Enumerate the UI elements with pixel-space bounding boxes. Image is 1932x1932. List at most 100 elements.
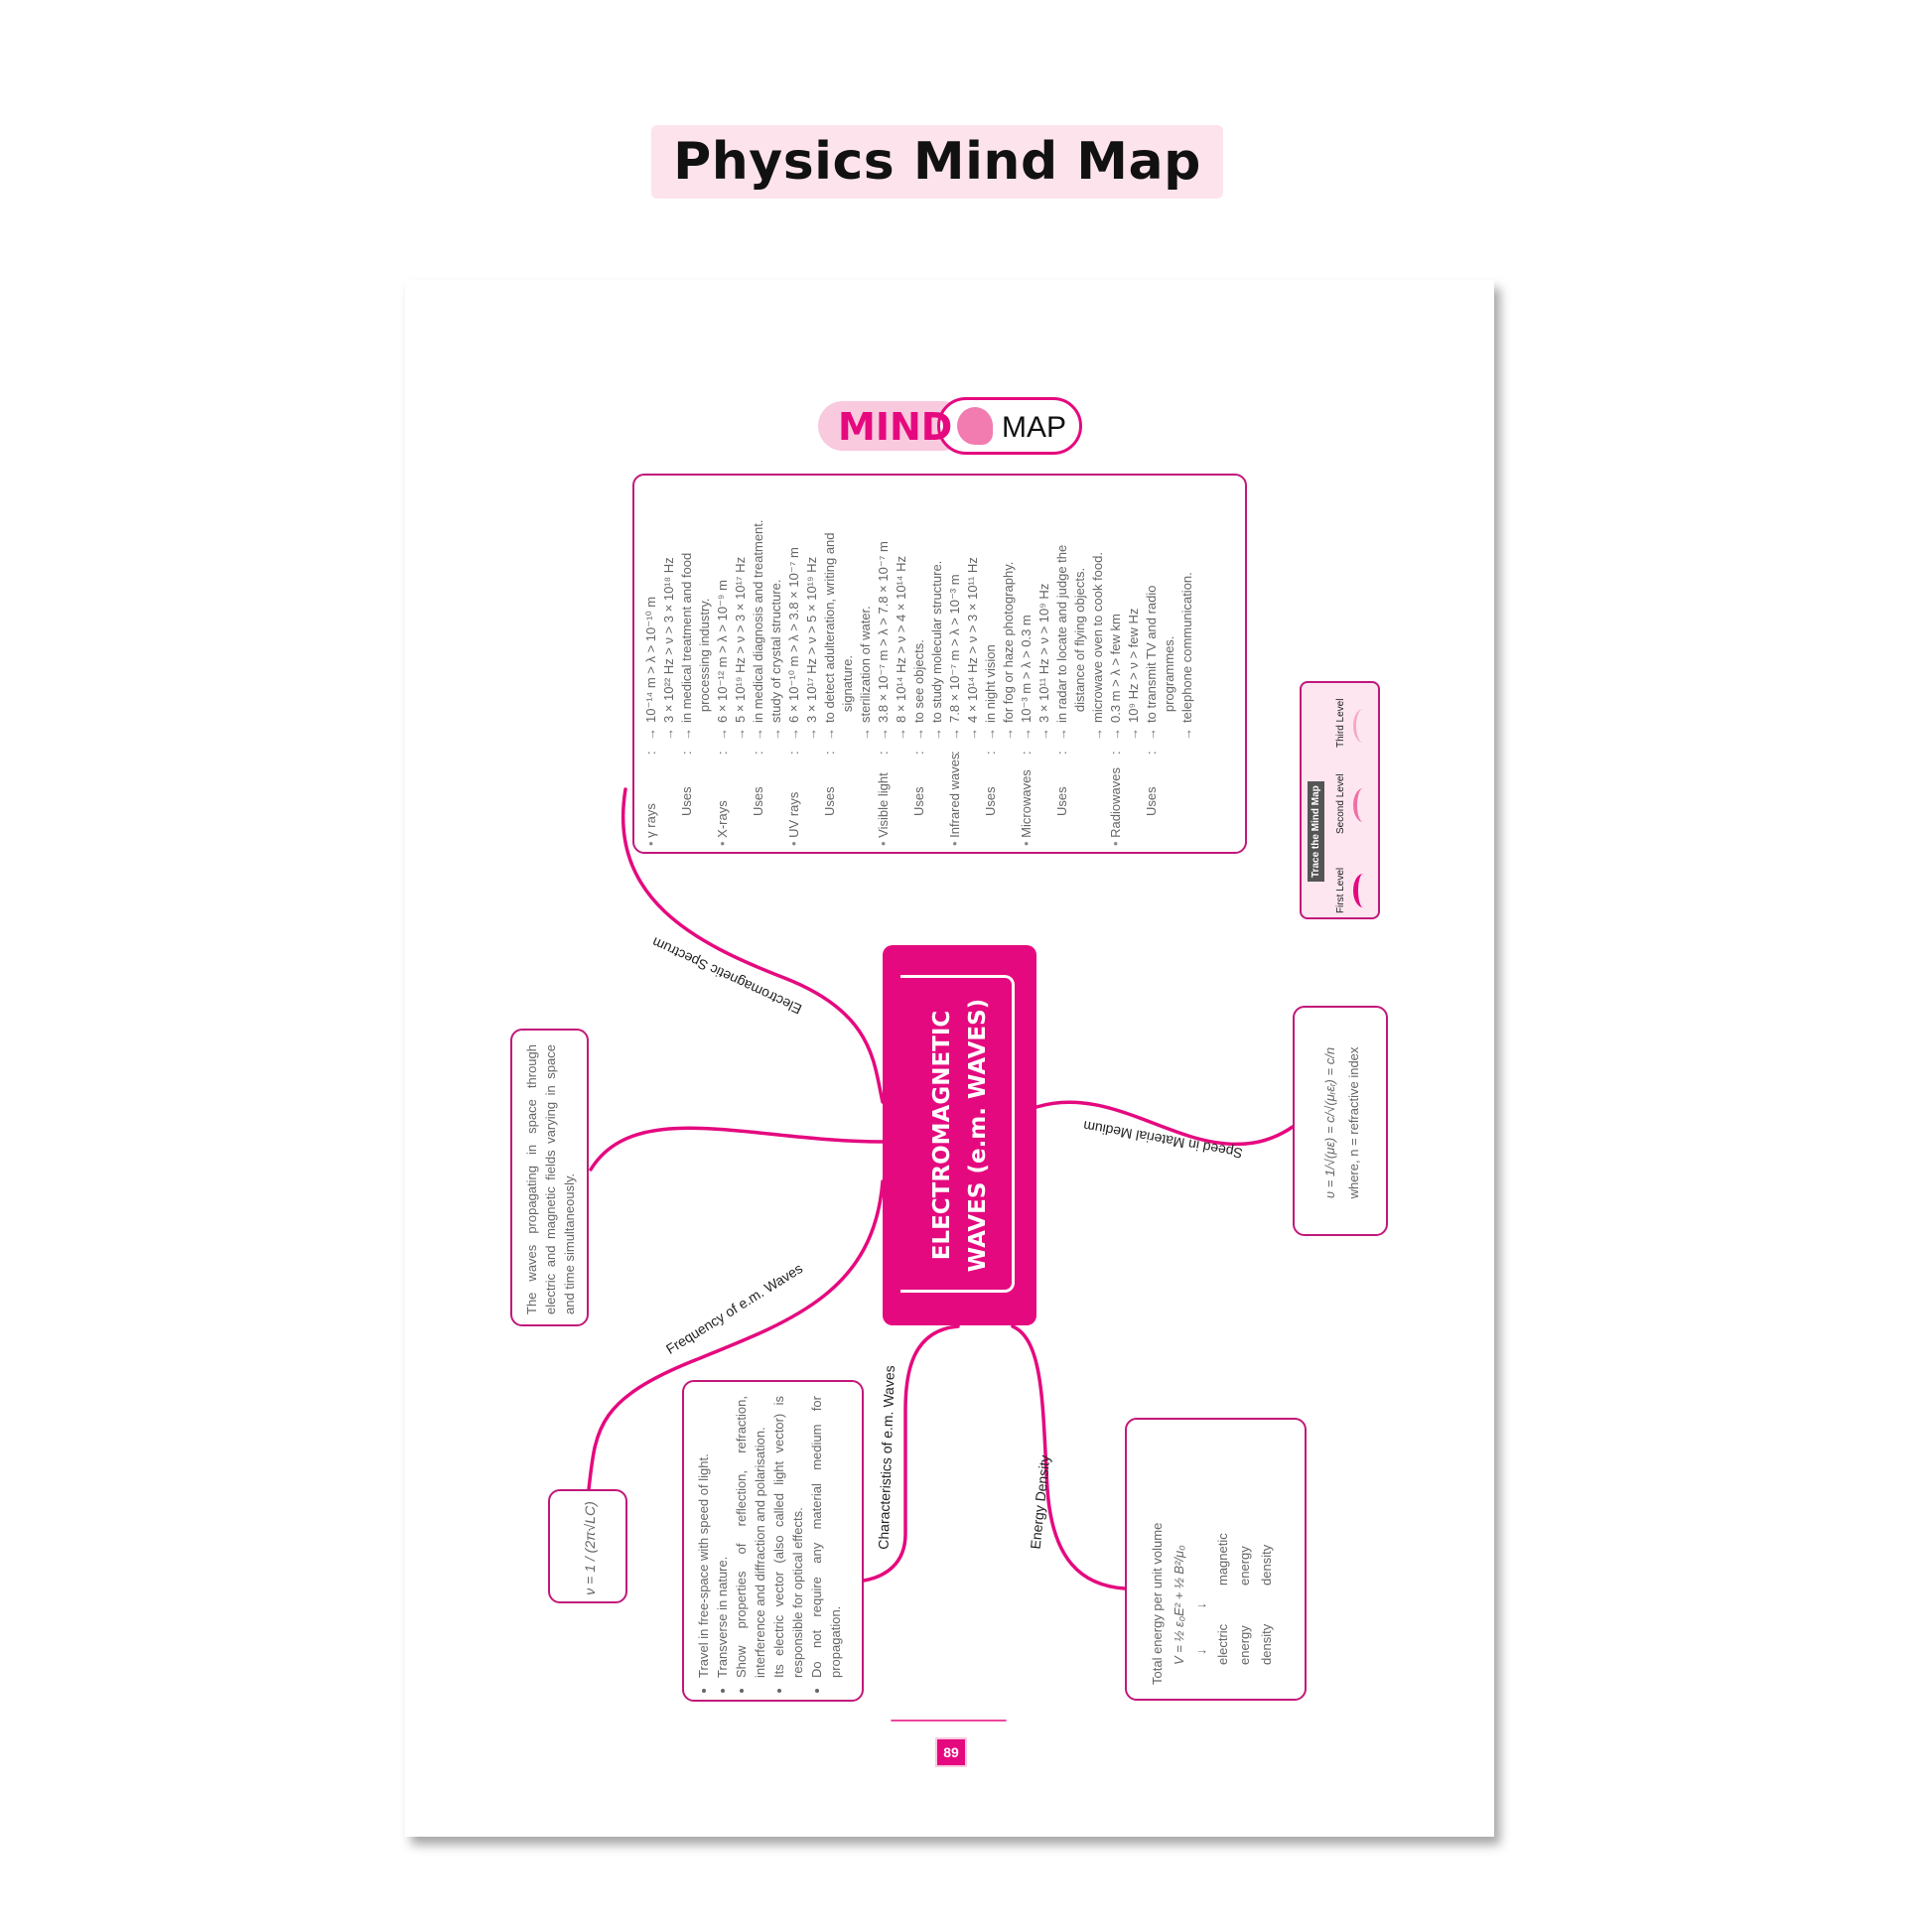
spectrum-row: →telephone communication. bbox=[1178, 485, 1196, 846]
spectrum-row-text: processing industry. bbox=[697, 598, 712, 723]
spectrum-row-text: to see objects. bbox=[911, 639, 926, 723]
spectrum-row-text: 6 × 10⁻¹⁰ m > λ > 3.8 × 10⁻⁷ m bbox=[786, 547, 801, 723]
spectrum-row: Uses:→in medical treatment and food bbox=[678, 485, 696, 846]
spectrum-row-label: Microwaves bbox=[1018, 755, 1035, 846]
branch-spectrum-line bbox=[621, 787, 885, 1104]
spectrum-row-label: X-rays bbox=[714, 755, 732, 846]
spectrum-row-label bbox=[660, 755, 678, 846]
spectrum-row: →3 × 10¹⁷ Hz > ν > 5 × 10¹⁹ Hz bbox=[803, 485, 821, 846]
spectrum-row-label bbox=[839, 755, 857, 846]
third-level-arc-icon bbox=[1353, 709, 1373, 743]
spectrum-row: Uses:→to detect adulteration, writing an… bbox=[821, 485, 839, 846]
characteristics-box: Travel in free-space with speed of light… bbox=[682, 1380, 864, 1702]
spectrum-row-label: Uses bbox=[822, 786, 837, 816]
spectrum-row-text: telephone communication. bbox=[1179, 572, 1194, 723]
arrow-right-icon: → bbox=[715, 728, 730, 741]
spectrum-list: γ rays:→10⁻¹⁴ m > λ > 10⁻¹⁰ m→3 × 10²² H… bbox=[634, 476, 1245, 852]
characteristic-item: Travel in free-space with speed of light… bbox=[694, 1396, 713, 1678]
page-number: 89 bbox=[935, 1737, 967, 1767]
spectrum-row: Uses:→in night vision bbox=[982, 485, 1000, 846]
mind-map-logo: MIND MAP bbox=[818, 397, 1082, 455]
spectrum-row-label bbox=[803, 755, 821, 846]
characteristic-item: Transverse in nature. bbox=[713, 1396, 732, 1678]
frequency-formula: ν = 1 / (2π√LC) bbox=[582, 1501, 598, 1595]
spectrum-box: γ rays:→10⁻¹⁴ m > λ > 10⁻¹⁰ m→3 × 10²² H… bbox=[632, 474, 1247, 854]
spectrum-row: →for fog or haze photography. bbox=[1000, 485, 1018, 846]
spectrum-row-text: in medical treatment and food bbox=[679, 552, 694, 723]
arrow-right-icon: → bbox=[1019, 728, 1034, 741]
spectrum-row: Uses:→to transmit TV and radio bbox=[1143, 485, 1161, 846]
arrow-right-icon: → bbox=[643, 728, 658, 741]
spectrum-row: →3 × 10¹¹ Hz > ν > 10⁹ Hz bbox=[1035, 485, 1053, 846]
branch-definition-line bbox=[589, 1126, 885, 1172]
arrow-right-icon: → bbox=[661, 728, 676, 741]
spectrum-row-text: 3 × 10¹⁷ Hz > ν > 5 × 10¹⁹ Hz bbox=[804, 556, 819, 723]
spectrum-row-label bbox=[1071, 755, 1089, 846]
spectrum-row: Uses:→in medical diagnosis and treatment… bbox=[750, 485, 767, 846]
arrow-right-icon: → bbox=[1090, 728, 1105, 741]
central-title-line1: ELECTROMAGNETIC bbox=[928, 1010, 955, 1261]
speed-formula: υ = 1/√(με) = c/√(μᵣεᵣ) = c/n bbox=[1322, 1046, 1337, 1199]
logo-map-text: MAP bbox=[1002, 411, 1067, 444]
spectrum-row: signature. bbox=[839, 485, 857, 846]
spectrum-row-label bbox=[767, 755, 785, 846]
arrow-right-icon: → bbox=[1036, 728, 1051, 741]
arrow-down-icon: ↓ bbox=[1193, 1602, 1208, 1609]
arrow-right-icon: → bbox=[733, 728, 748, 741]
spectrum-row-label: Uses bbox=[679, 786, 694, 816]
first-level-arc-icon bbox=[1353, 874, 1373, 907]
spectrum-row-label: UV rays bbox=[785, 755, 803, 846]
characteristic-item: Its electric vector (also called light v… bbox=[769, 1396, 807, 1678]
spectrum-row-label: Uses bbox=[983, 786, 998, 816]
spectrum-row-text: study of crystal structure. bbox=[768, 579, 783, 724]
spectrum-row-label bbox=[1089, 755, 1107, 846]
arrow-right-icon: → bbox=[983, 728, 998, 741]
spectrum-row-label bbox=[696, 755, 714, 846]
arrow-right-icon: → bbox=[1001, 728, 1016, 741]
spectrum-row-text: to detect adulteration, writing and bbox=[822, 532, 837, 723]
spectrum-row-text: 3.8 × 10⁻⁷ m > λ > 7.8 × 10⁻⁷ m bbox=[876, 541, 891, 723]
spectrum-row-label: Visible light bbox=[875, 755, 893, 846]
spectrum-row-label bbox=[964, 755, 982, 846]
spectrum-row-label: γ rays bbox=[642, 755, 660, 846]
spectrum-row-label bbox=[1125, 755, 1143, 846]
spectrum-row: →5 × 10¹⁹ Hz > ν > 3 × 10¹⁷ Hz bbox=[732, 485, 750, 846]
spectrum-row: →to study molecular structure. bbox=[928, 485, 946, 846]
arrow-right-icon: → bbox=[822, 728, 837, 741]
spectrum-row-text: in night vision bbox=[983, 644, 998, 723]
arrow-right-icon: → bbox=[894, 728, 908, 741]
arrow-right-icon: → bbox=[1108, 728, 1123, 741]
arrow-right-icon bbox=[696, 723, 714, 741]
second-level-arc-icon bbox=[1353, 788, 1373, 822]
spectrum-row: →4 × 10¹⁴ Hz > ν > 3 × 10¹¹ Hz bbox=[964, 485, 982, 846]
branch-characteristics-line bbox=[862, 1324, 960, 1583]
spectrum-row-label: Radiowaves bbox=[1107, 755, 1125, 846]
arrow-right-icon: → bbox=[1054, 728, 1069, 741]
spectrum-row-text: in medical diagnosis and treatment. bbox=[751, 519, 765, 723]
characteristic-item: Do not require any material medium for p… bbox=[807, 1396, 845, 1678]
arrow-right-icon: → bbox=[1144, 728, 1159, 741]
arrow-right-icon: → bbox=[751, 728, 765, 741]
frequency-box: ν = 1 / (2π√LC) bbox=[548, 1489, 627, 1603]
spectrum-row: processing industry. bbox=[696, 485, 714, 846]
spectrum-row-text: 10⁹ Hz > ν > few Hz bbox=[1126, 608, 1141, 723]
logo-mind-text: MIND bbox=[838, 405, 953, 449]
legend-second-level: Second Level bbox=[1335, 773, 1346, 834]
spectrum-row: →10⁹ Hz > ν > few Hz bbox=[1125, 485, 1143, 846]
arrow-right-icon bbox=[839, 723, 857, 741]
spectrum-row: Microwaves:→10⁻³ m > λ > 0.3 m bbox=[1018, 485, 1035, 846]
spectrum-row-label bbox=[1161, 755, 1178, 846]
spectrum-row-label bbox=[1000, 755, 1018, 846]
definition-box: The waves propagating in space through e… bbox=[510, 1029, 589, 1326]
spectrum-row: →3 × 10²² Hz > ν > 3 × 10¹⁸ Hz bbox=[660, 485, 678, 846]
spectrum-row-text: 8 × 10¹⁴ Hz > ν > 4 × 10¹⁴ Hz bbox=[894, 556, 908, 723]
arrow-down-icon: ↓ bbox=[1193, 1648, 1208, 1656]
spectrum-row: →sterilization of water. bbox=[857, 485, 875, 846]
arrow-right-icon bbox=[1071, 723, 1089, 741]
energy-heading: Total energy per unit volume bbox=[1150, 1522, 1165, 1685]
spectrum-row-text: 10⁻³ m > λ > 0.3 m bbox=[1019, 615, 1034, 723]
spectrum-row-text: in radar to locate and judge the bbox=[1054, 544, 1069, 723]
spectrum-row-label bbox=[732, 755, 750, 846]
speed-note: where, n = refractive index bbox=[1346, 1046, 1361, 1199]
spectrum-row-text: 6 × 10⁻¹² m > λ > 10⁻⁹ m bbox=[715, 580, 730, 723]
